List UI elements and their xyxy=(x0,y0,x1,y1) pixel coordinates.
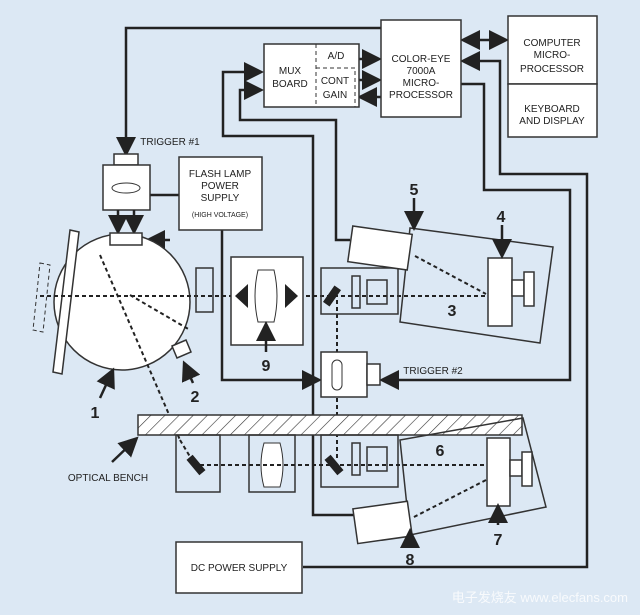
mux-label: MUX xyxy=(279,66,302,77)
flash-lamp-label: (HIGH VOLTAGE) xyxy=(192,212,248,219)
callout-arrows xyxy=(96,198,512,548)
color-eye-label: COLOR-EYE xyxy=(392,54,451,65)
label-1: 1 xyxy=(91,405,100,422)
keyboard-label: KEYBOARD xyxy=(524,104,580,115)
computer-label: PROCESSOR xyxy=(520,64,584,75)
mux-label: BOARD xyxy=(272,79,308,90)
label-2: 2 xyxy=(191,389,200,406)
trigger1-label: TRIGGER #1 xyxy=(140,137,200,148)
computer-label: MICRO- xyxy=(534,50,571,61)
flash-lamp-label: FLASH LAMP xyxy=(189,169,252,180)
color-eye-label: PROCESSOR xyxy=(389,90,453,101)
computer-label: COMPUTER xyxy=(523,38,580,49)
label-6: 6 xyxy=(436,443,445,460)
integrating-sphere xyxy=(32,229,199,471)
cont-gain-label: GAIN xyxy=(323,90,347,101)
lower-optics xyxy=(175,417,547,545)
flash-lamp-assembly: TRIGGER #1 FLASH LAMP POWER SUPPLY (HIGH… xyxy=(102,137,263,250)
label-7: 7 xyxy=(494,532,503,549)
optical-bench-label: OPTICAL BENCH xyxy=(68,473,148,484)
color-eye-label: 7000A xyxy=(407,66,436,77)
computer-microprocessor: COMPUTER MICRO- PROCESSOR KEYBOARD AND D… xyxy=(507,15,598,138)
label-4: 4 xyxy=(497,209,506,226)
keyboard-label: AND DISPLAY xyxy=(519,116,585,127)
movable-lens xyxy=(230,256,304,352)
dc-power-supply: DC POWER SUPPLY xyxy=(175,541,303,594)
label-5: 5 xyxy=(410,182,419,199)
label-9: 9 xyxy=(262,358,271,375)
signal-wires xyxy=(116,26,589,569)
optical-bench xyxy=(137,414,523,436)
cont-gain-label: CONT xyxy=(321,76,349,87)
label-3: 3 xyxy=(448,303,457,320)
upper-detector xyxy=(320,225,554,344)
callout-numbers: 1 2 3 4 5 6 7 8 9 xyxy=(91,182,506,569)
dc-power-label: DC POWER SUPPLY xyxy=(191,563,288,574)
flash-lamp-label: SUPPLY xyxy=(201,193,240,204)
ad-label: A/D xyxy=(328,51,345,62)
color-eye-label: MICRO- xyxy=(403,78,440,89)
filter xyxy=(195,267,214,313)
trigger2-shutter: TRIGGER #2 xyxy=(320,351,463,398)
watermark: 电子发烧友 www.elecfans.com xyxy=(452,590,628,605)
flash-lamp-label: POWER xyxy=(201,181,239,192)
mux-board: MUX BOARD A/D CONT GAIN xyxy=(263,43,360,108)
label-8: 8 xyxy=(406,552,415,569)
color-eye-processor: COLOR-EYE 7000A MICRO- PROCESSOR xyxy=(380,19,462,118)
trigger2-label: TRIGGER #2 xyxy=(403,366,463,377)
